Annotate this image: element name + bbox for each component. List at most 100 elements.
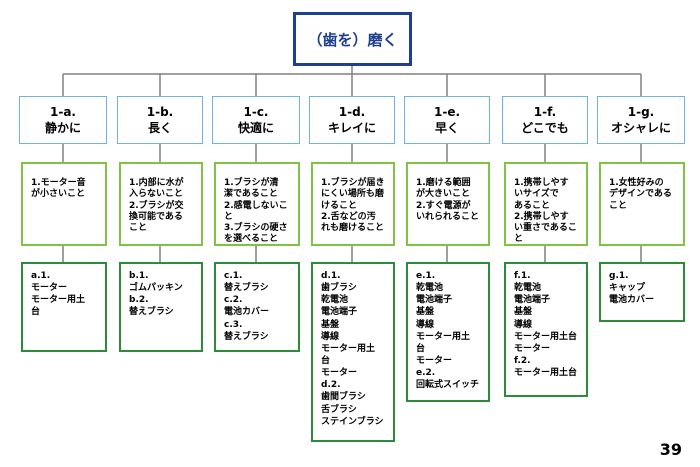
requirement-line: と (514, 234, 524, 245)
part-line: 電池端子 (514, 295, 551, 306)
part-line: キャップ (609, 283, 646, 294)
requirement-line: こと (129, 223, 148, 233)
part-line: c.2. (224, 295, 243, 306)
requirement-line: 2.ブラシが交 (129, 200, 184, 211)
requirement-line: が大きいこと (416, 189, 471, 200)
part-line: 乾電池 (514, 283, 542, 294)
category-node-1-a: 1-a.静かに (19, 96, 107, 144)
part-line: c.1. (224, 271, 243, 281)
part-line: b.1. (129, 271, 149, 281)
part-line: 台 (31, 307, 41, 318)
requirement-line: 1.モーター音 (31, 178, 86, 188)
part-line: 替えブラシ (129, 307, 174, 318)
part-line: c.3. (224, 319, 243, 330)
part-line: a.1. (31, 271, 51, 281)
part-line: 歯間ブラシ (321, 392, 366, 403)
requirement-line: けること (321, 200, 358, 211)
category-title: 長く (147, 121, 172, 135)
part-line: 基盤 (321, 319, 340, 330)
part-line: モーター用土 (31, 295, 86, 306)
requirement-line: 2.感電しないこ (224, 200, 288, 211)
root-node: （歯を）磨く (293, 12, 412, 66)
part-line: モーター (31, 283, 68, 294)
part-line: 電池カバー (609, 295, 655, 306)
requirement-line: 1.ブラシが清 (224, 178, 279, 188)
category-node-1-e: 1-e.早く (404, 96, 490, 144)
requirement-line: デザインである (609, 189, 672, 200)
requirement-line: れも磨けること (321, 223, 385, 233)
requirement-line: 1.ブラシが届き (321, 178, 385, 188)
part-line: 導線 (514, 319, 533, 330)
requirement-node-1-a: 1.モーター音が小さいこと (21, 162, 107, 246)
requirement-line: いサイズで (514, 189, 559, 200)
part-line: ゴムパッキン (129, 283, 183, 294)
requirement-line: こと (609, 200, 628, 211)
category-title: 快適に (237, 121, 274, 135)
part-line: 電池カバー (224, 307, 270, 318)
part-line: 乾電池 (321, 295, 349, 306)
category-code: 1-b. (146, 104, 174, 119)
category-code: 1-g. (627, 104, 655, 119)
category-title: どこでも (521, 121, 569, 135)
category-code: 1-c. (243, 104, 269, 119)
requirement-line: にくい場所も磨 (321, 189, 384, 200)
category-title: キレイに (327, 121, 376, 135)
part-line: モーター用土 (321, 343, 376, 354)
requirement-line: と (224, 211, 234, 222)
part-line: 基盤 (416, 307, 435, 318)
requirement-line: 入らないこと (129, 189, 184, 200)
category-node-1-c: 1-c. 快適に (212, 96, 300, 144)
part-line: e.1. (416, 271, 436, 281)
category-node-1-g: 1-g. オシャレに (597, 96, 685, 144)
part-line: 導線 (321, 331, 340, 342)
part-line: モーター用土台 (514, 331, 578, 342)
part-line: b.2. (129, 295, 149, 306)
part-line: 替えブラシ (224, 331, 269, 342)
requirement-line: いれられること (416, 211, 480, 222)
parts-node-1-g: g.1. キャップ電池カバー (599, 262, 685, 322)
part-line: 台 (416, 343, 426, 354)
part-line: モーター (416, 355, 453, 366)
category-code: 1-d. (338, 104, 366, 119)
part-line: モーター用土 (416, 331, 471, 342)
part-line: d.2. (321, 380, 341, 391)
part-line: d.1. (321, 271, 341, 281)
category-title: オシャレに (610, 121, 671, 135)
requirement-line: 1.内部に水が (129, 178, 184, 188)
root-label: （歯を）磨く (307, 30, 398, 49)
part-line: g.1. (609, 271, 629, 281)
requirement-line: 1.磨ける範囲 (416, 178, 471, 188)
requirement-line: 2.携帯しやす (514, 211, 569, 222)
part-line: f.2. (514, 355, 531, 366)
category-title: 静かに (44, 121, 81, 135)
requirement-line: 2.すぐ電源が (416, 200, 471, 211)
category-node-1-d: 1-d. キレイに (309, 96, 395, 144)
requirement-line: 3.ブラシの硬さ (224, 223, 288, 233)
category-node-1-f: 1-f. どこでも (502, 96, 588, 144)
part-line: モーター用土台 (514, 368, 578, 379)
requirement-line: い重さであるこ (514, 223, 577, 233)
part-line: 替えブラシ (224, 283, 269, 294)
part-line: 回転式スイッチ (416, 380, 480, 391)
category-code: 1-f. (533, 104, 557, 119)
part-line: 乾電池 (416, 283, 444, 294)
category-node-1-b: 1-b. 長く (117, 96, 203, 144)
part-line: e.2. (416, 368, 436, 379)
requirement-line: 潔であること (224, 189, 278, 200)
part-line: 舌ブラシ (321, 404, 357, 415)
requirement-node-1-g: 1.女性好みのデザインであること (599, 162, 685, 246)
part-line: 基盤 (514, 307, 533, 318)
requirement-line: を選べること (224, 234, 279, 245)
part-line: 台 (321, 355, 331, 366)
part-line: f.1. (514, 271, 531, 281)
